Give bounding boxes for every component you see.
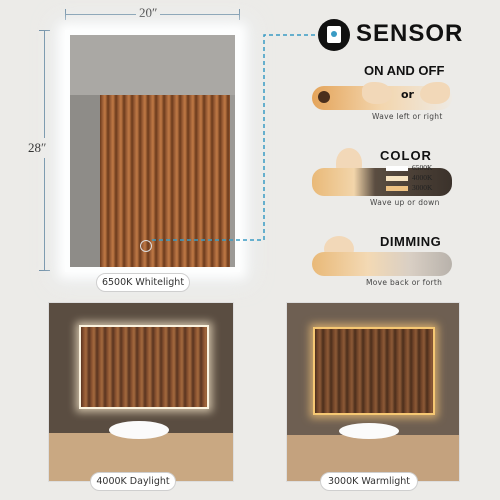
hand-right-icon bbox=[420, 82, 450, 104]
on-off-title: ON AND OFF bbox=[364, 63, 445, 78]
caption-left: 4000K Daylight bbox=[90, 472, 176, 491]
dimming-bar bbox=[312, 252, 452, 276]
color-temp-3000: 3000K bbox=[386, 183, 432, 192]
bulb-icon bbox=[318, 91, 330, 103]
warmlight-mirror bbox=[313, 327, 435, 415]
temp-label: 4000K bbox=[412, 173, 433, 182]
color-caption: Wave up or down bbox=[370, 198, 440, 207]
vessel-sink bbox=[339, 423, 399, 439]
dimming-caption: Move back or forth bbox=[366, 278, 443, 287]
main-mirror-image bbox=[65, 30, 240, 272]
warmlight-scene-image bbox=[286, 302, 460, 482]
color-temp-6500: 6500K bbox=[386, 163, 432, 172]
swatch-6500 bbox=[386, 165, 408, 171]
temp-label: 3000K bbox=[412, 183, 433, 192]
sensor-title: SENSOR bbox=[356, 20, 464, 47]
caption-main: 6500K Whitelight bbox=[96, 273, 190, 292]
width-dimension-tick-left bbox=[65, 9, 66, 20]
swatch-3000 bbox=[386, 185, 408, 191]
on-off-caption: Wave left or right bbox=[372, 112, 443, 121]
dimming-title: DIMMING bbox=[380, 234, 442, 249]
color-bar bbox=[312, 168, 452, 196]
width-label: 20″ bbox=[136, 5, 161, 21]
color-title: COLOR bbox=[380, 148, 432, 163]
caption-right: 3000K Warmlight bbox=[320, 472, 418, 491]
width-dimension-tick-right bbox=[239, 9, 240, 20]
swatch-4000 bbox=[386, 175, 408, 181]
height-label: 28″ bbox=[28, 138, 47, 158]
on-off-or: or bbox=[401, 88, 414, 101]
touch-sensor-icon bbox=[318, 19, 350, 51]
touch-button-icon bbox=[140, 240, 152, 252]
hand-left-icon bbox=[362, 82, 392, 104]
height-dimension-tick-bottom bbox=[39, 270, 50, 271]
temp-label: 6500K bbox=[412, 163, 433, 172]
daylight-scene-image bbox=[48, 302, 234, 482]
height-dimension-tick-top bbox=[39, 30, 50, 31]
vessel-sink bbox=[109, 421, 169, 439]
color-temp-4000: 4000K bbox=[386, 173, 432, 182]
daylight-mirror bbox=[79, 325, 209, 409]
